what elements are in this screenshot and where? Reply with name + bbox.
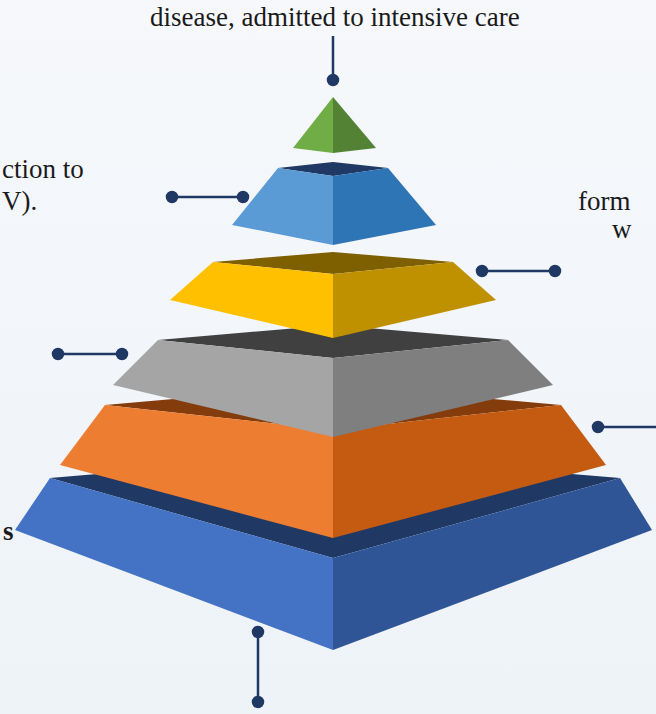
callout-text: w (612, 214, 632, 245)
layer-left-face (293, 97, 333, 153)
leader-dot (253, 627, 263, 637)
leader-dot (328, 75, 338, 85)
layer-left-face (232, 168, 333, 245)
leader-line (332, 36, 335, 80)
layer-left-face (170, 262, 333, 338)
leader-line (598, 426, 656, 429)
callout-text: s (3, 516, 14, 547)
leader-line (257, 632, 260, 702)
leader-dot (53, 349, 63, 359)
callout-text: disease, admitted to intensive care (150, 2, 520, 33)
layer-right-face (333, 262, 496, 338)
leader-dot (593, 422, 603, 432)
leader-line (482, 270, 555, 273)
leader-dot (238, 192, 248, 202)
layer-right-face (333, 168, 436, 245)
callout-text: V). (2, 186, 37, 217)
leader-dot (477, 266, 487, 276)
leader-dot (253, 697, 263, 707)
leader-line (172, 196, 243, 199)
leader-dot (550, 266, 560, 276)
layer-left-face (113, 340, 333, 437)
callout-text: ction to (2, 154, 84, 185)
layer-right-face (333, 340, 553, 437)
callout-text: form (578, 186, 630, 217)
layer-right-face (333, 97, 376, 153)
leader-line (58, 353, 122, 356)
leader-dot (167, 192, 177, 202)
leader-dot (117, 349, 127, 359)
